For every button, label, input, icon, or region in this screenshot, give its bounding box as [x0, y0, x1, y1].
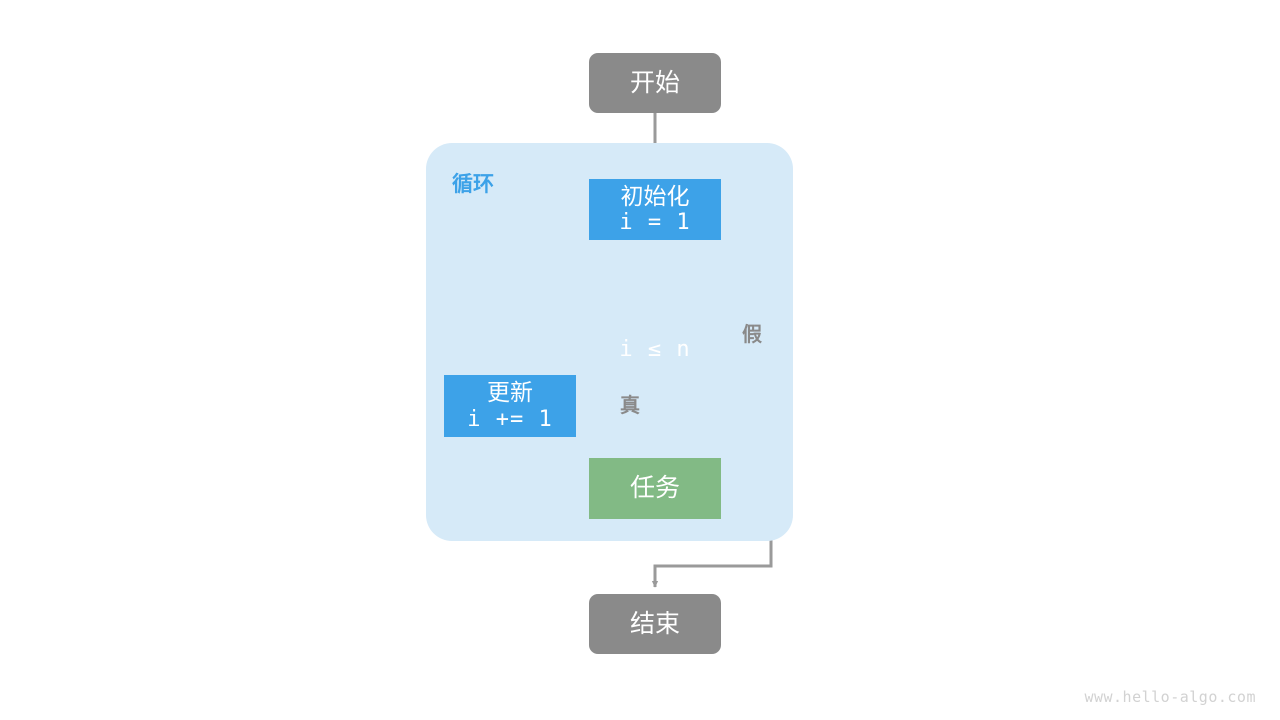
node-start-label: 开始 — [629, 67, 680, 97]
node-update-title: 更新 — [487, 380, 533, 407]
node-update-expression: i += 1 — [467, 406, 553, 432]
edge-label-true: 真 — [620, 393, 640, 417]
watermark: www.hello-algo.com — [1084, 688, 1256, 706]
node-task-label: 任务 — [629, 473, 680, 503]
node-update[interactable]: 更新 i += 1 — [444, 375, 576, 437]
edge-label-false: 假 — [742, 322, 762, 346]
node-initialization[interactable]: 初始化 i = 1 — [589, 179, 721, 240]
node-condition-label: i ≤ n — [619, 337, 691, 362]
node-initialization-title: 初始化 — [620, 183, 690, 210]
node-condition[interactable]: i ≤ n — [559, 311, 751, 388]
node-initialization-expression: i = 1 — [619, 210, 691, 236]
node-end-label: 结束 — [629, 608, 680, 638]
loop-container-label: 循环 — [452, 172, 494, 196]
node-start[interactable]: 开始 — [589, 53, 721, 113]
node-task[interactable]: 任务 — [589, 458, 721, 519]
node-end[interactable]: 结束 — [589, 594, 721, 654]
